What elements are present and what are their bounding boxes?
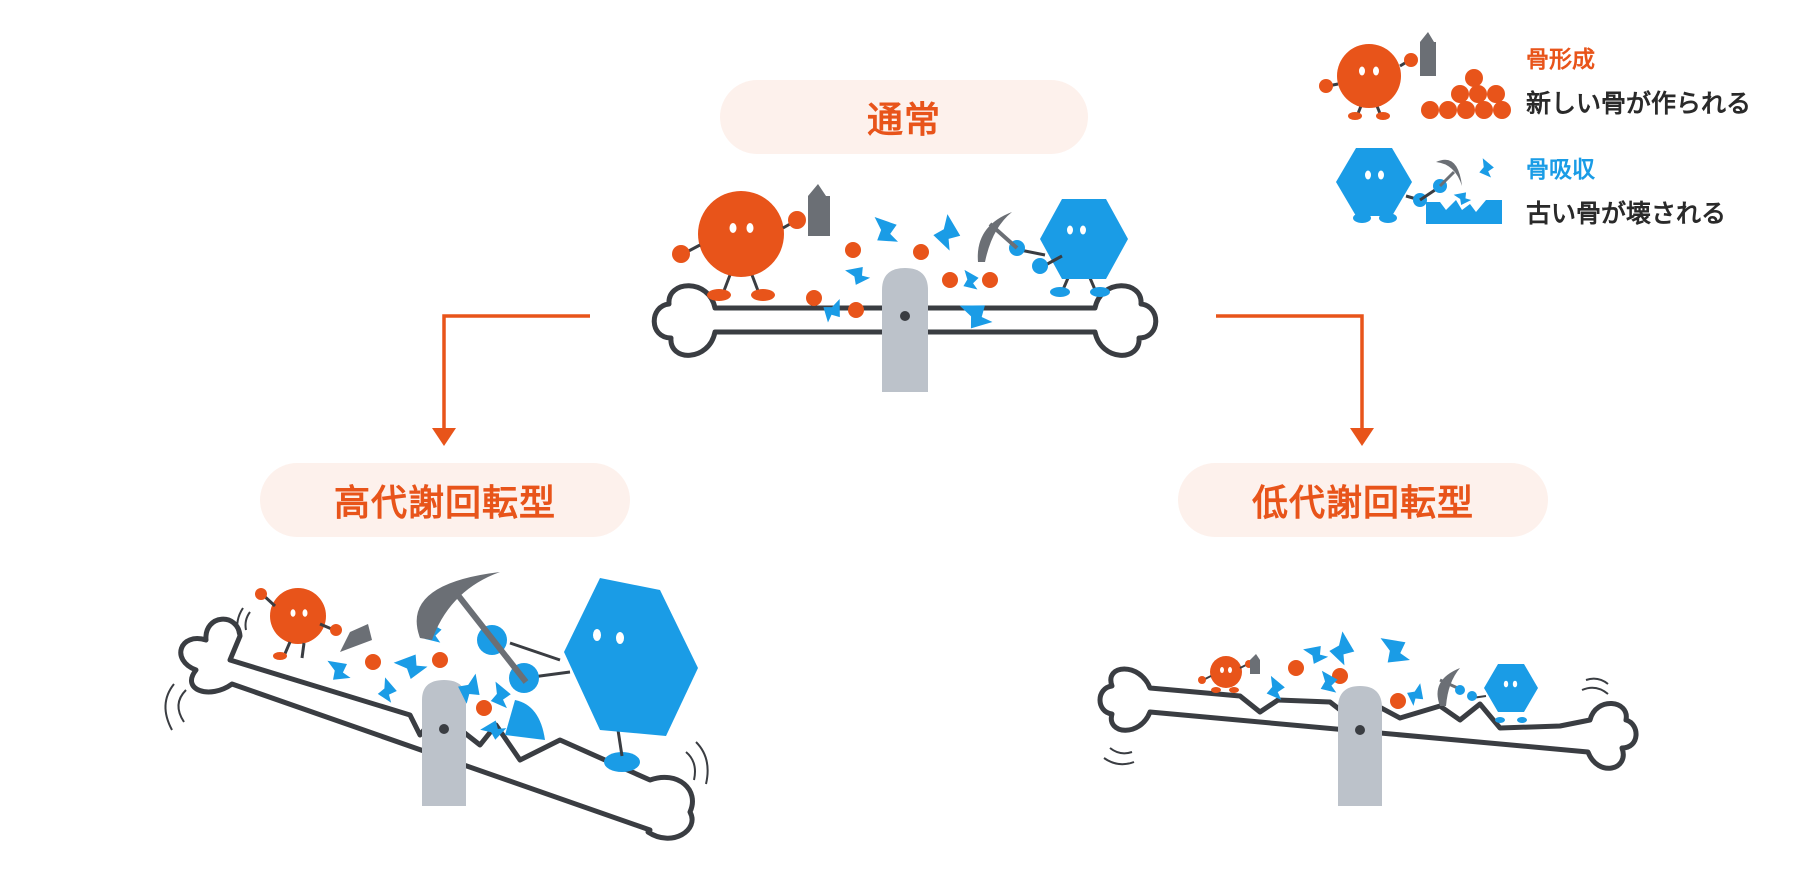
high-turnover-title: 高代謝回転型 <box>333 483 556 524</box>
high-turnover-seesaw <box>164 572 709 841</box>
legend-formation-description: 新しい骨が作られる <box>1526 89 1752 118</box>
high-fulcrum <box>422 680 466 806</box>
low-turnover-title: 低代謝回転型 <box>1251 483 1474 524</box>
legend-osteoblast-icon <box>1319 32 1511 120</box>
normal-seesaw <box>654 184 1156 392</box>
low-osteoblast-icon <box>1198 654 1260 693</box>
arrow-to-high <box>432 314 590 446</box>
normal-fulcrum <box>882 268 928 392</box>
high-particles <box>327 620 515 742</box>
high-osteoclast-icon <box>164 572 709 785</box>
low-osteoclast-icon <box>1103 664 1609 766</box>
legend-resorption-label: 骨吸収 <box>1526 157 1595 183</box>
normal-osteoblast-icon <box>672 184 830 301</box>
low-turnover-title-pill: 低代謝回転型 <box>1178 463 1548 537</box>
high-turnover-title-pill: 高代謝回転型 <box>260 463 630 537</box>
arrow-to-low <box>1216 314 1374 446</box>
legend-osteoclast-icon <box>1336 148 1502 224</box>
low-turnover-seesaw <box>1097 631 1639 806</box>
legend-formation-label: 骨形成 <box>1526 47 1595 73</box>
normal-osteoclast-icon <box>977 199 1128 297</box>
low-particles <box>1264 631 1429 709</box>
high-osteoblast-icon <box>236 588 372 660</box>
normal-title-pill: 通常 <box>720 80 1088 154</box>
normal-particles <box>806 214 998 331</box>
normal-title: 通常 <box>866 100 941 141</box>
low-fulcrum <box>1338 686 1382 806</box>
legend-resorption-description: 古い骨が壊される <box>1526 199 1727 228</box>
